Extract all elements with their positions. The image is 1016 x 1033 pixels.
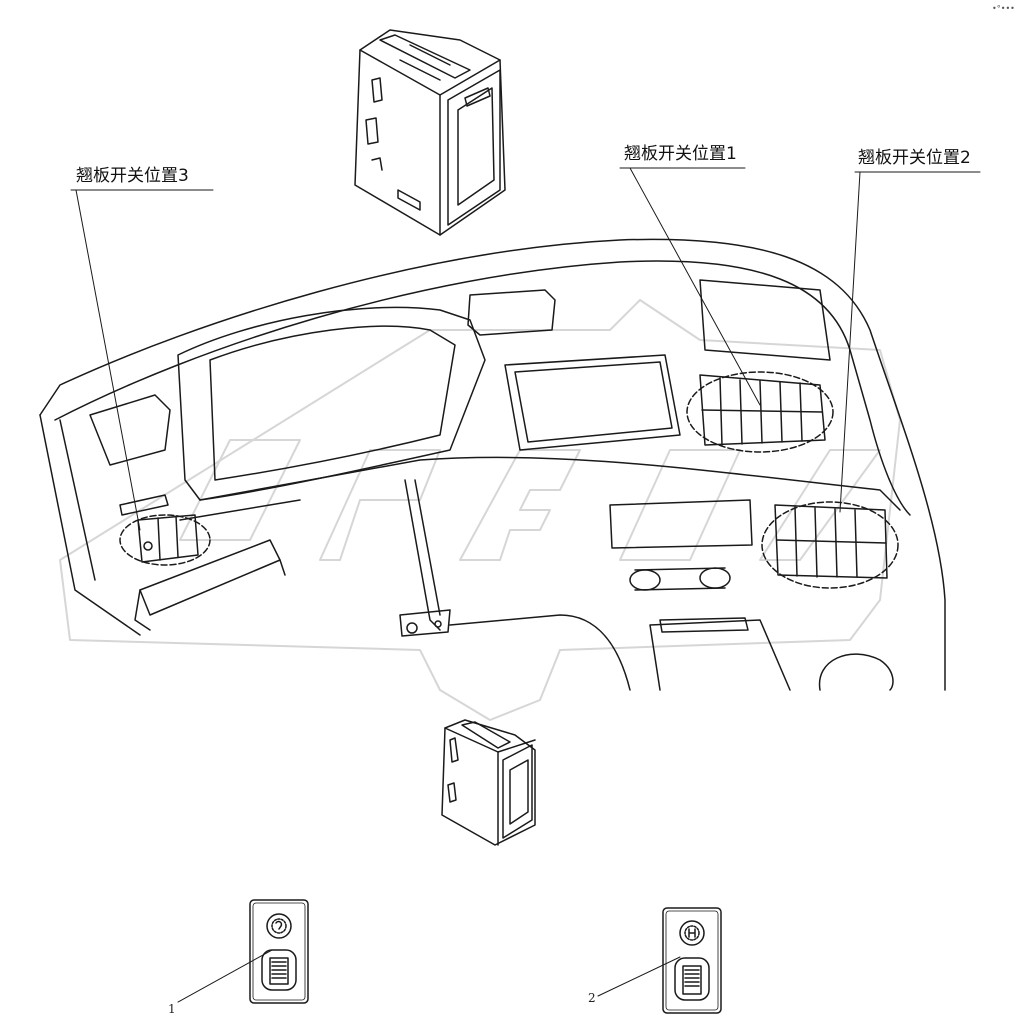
watermark-logo [59,299,901,721]
dashboard-outline [39,238,946,691]
part-number-1: 1 [168,1002,176,1016]
callout-switch-position-2: 翘板开关位置2 [858,148,971,168]
callout-switch-position-3: 翘板开关位置3 [76,166,189,186]
switch-1-front-view [249,899,309,1004]
rocker-switch-bottom-illustration [441,719,536,846]
corner-mark: •°••• [992,4,1015,13]
switch-2-front-view [662,907,722,1014]
leader-lines [70,167,981,1003]
part-number-2: 2 [588,991,596,1005]
callout-switch-position-1: 翘板开关位置1 [624,144,737,164]
rocker-switch-top-illustration [354,29,506,236]
